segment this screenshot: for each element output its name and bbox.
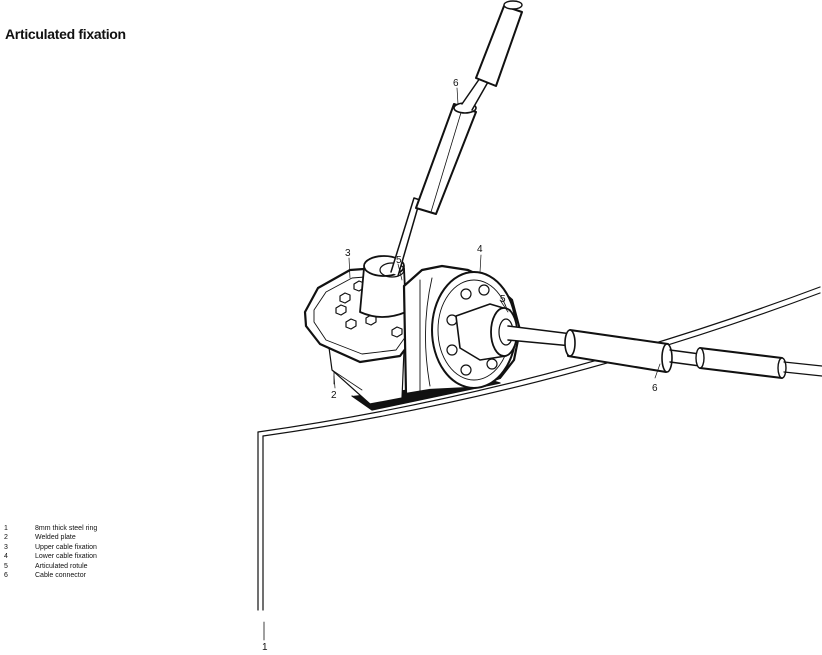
callout-3: 3 bbox=[345, 248, 351, 259]
legend-label: 8mm thick steel ring bbox=[35, 525, 98, 532]
lower-cable bbox=[507, 325, 822, 379]
legend-number: 6 bbox=[4, 572, 8, 580]
legend-item: 2 Welded plate bbox=[4, 533, 97, 542]
legend-number: 3 bbox=[4, 543, 8, 551]
legend-label: Welded plate bbox=[35, 534, 76, 542]
legend-number: 1 bbox=[4, 525, 8, 532]
callout-5-upper: 5 bbox=[396, 255, 402, 266]
upper-cable-fixation bbox=[303, 255, 414, 364]
legend-number: 4 bbox=[4, 553, 8, 561]
legend: 1 8mm thick steel ring 2 Welded plate 3 Upp… bbox=[4, 524, 97, 580]
callout-6-upper: 6 bbox=[453, 78, 459, 89]
page-title: Articulated fixation bbox=[5, 26, 126, 42]
legend-label: Articulated rotule bbox=[35, 562, 88, 570]
legend-item: 1 8mm thick steel ring bbox=[4, 524, 97, 533]
legend-label: Lower cable fixation bbox=[35, 553, 97, 561]
callout-6-lower: 6 bbox=[652, 383, 658, 394]
upper-bolts bbox=[335, 280, 403, 338]
legend-item: 6 Cable connector bbox=[4, 571, 97, 580]
callouts: 6 3 5 4 5 6 2 1 bbox=[262, 78, 658, 653]
leader-lines bbox=[333, 87, 661, 389]
legend-item: 4 Lower cable fixation bbox=[4, 552, 97, 561]
lower-bolts bbox=[446, 284, 498, 376]
callout-5-lower: 5 bbox=[500, 294, 506, 305]
legend-label: Cable connector bbox=[35, 572, 86, 580]
legend-number: 2 bbox=[4, 534, 8, 542]
upper-cable bbox=[390, 0, 523, 277]
steel-ring bbox=[257, 286, 821, 641]
lower-cable-fixation bbox=[402, 264, 522, 396]
callout-2: 2 bbox=[331, 390, 337, 401]
callout-4: 4 bbox=[477, 244, 483, 255]
callout-1: 1 bbox=[262, 642, 268, 653]
legend-item: 3 Upper cable fixation bbox=[4, 543, 97, 552]
legend-number: 5 bbox=[4, 562, 8, 570]
legend-label: Upper cable fixation bbox=[35, 543, 97, 551]
legend-item: 5 Articulated rotule bbox=[4, 562, 97, 571]
